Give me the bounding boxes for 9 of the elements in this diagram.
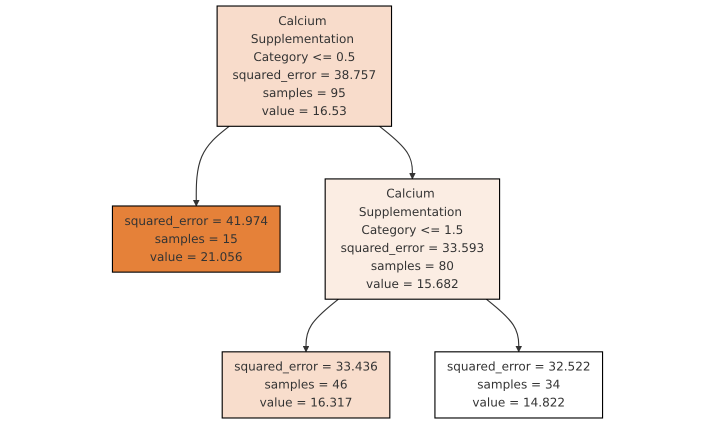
node-box: Calcium Supplementation Category <= 0.5 squared_error = 38.757 samples = 95 value = 16.53 bbox=[216, 5, 392, 127]
arrow bbox=[192, 126, 230, 206]
node-box: squared_error = 41.974 samples = 15 value = 21.056 bbox=[112, 205, 281, 273]
node-box: squared_error = 32.522 samples = 34 value = 14.822 bbox=[434, 351, 604, 419]
arrow bbox=[379, 126, 416, 180]
node-box: Calcium Supplementation Category <= 1.5 squared_error = 33.593 samples = 80 value = 15.682 bbox=[324, 178, 500, 300]
arrow bbox=[302, 298, 339, 352]
arrow bbox=[486, 298, 522, 352]
node-box: squared_error = 33.436 samples = 46 value = 16.317 bbox=[222, 351, 390, 419]
